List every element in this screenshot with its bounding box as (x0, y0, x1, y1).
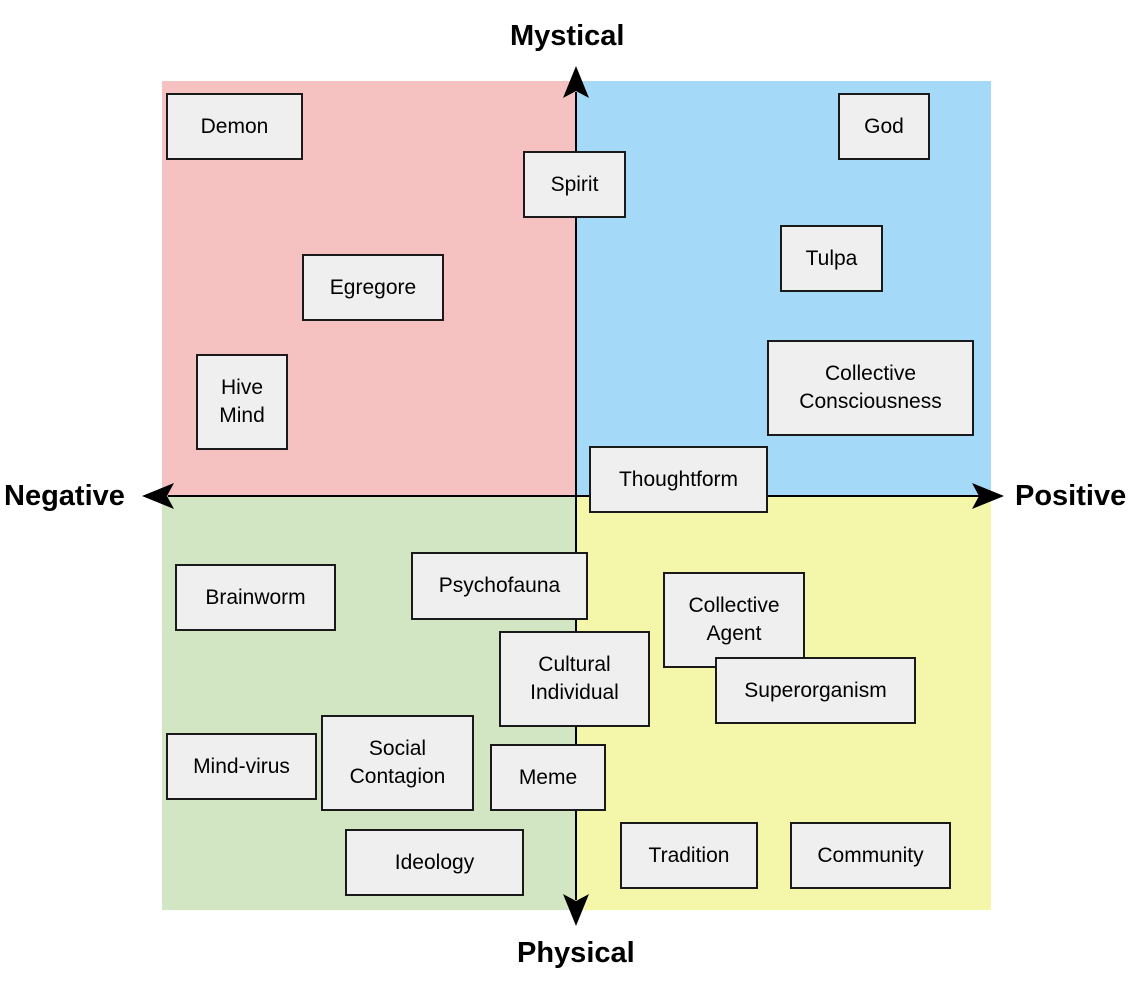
concept-collective-agent: Collective Agent (663, 572, 805, 668)
concept-collective-consciousness: Collective Consciousness (767, 340, 974, 436)
concept-tradition: Tradition (620, 822, 758, 889)
concept-psychofauna: Psychofauna (411, 552, 588, 620)
concept-hive-mind: Hive Mind (196, 354, 288, 450)
arrow-down-icon (563, 894, 589, 926)
axis-label-mystical: Mystical (510, 20, 625, 52)
concept-spirit: Spirit (523, 151, 626, 218)
concept-meme: Meme (490, 744, 606, 811)
concept-thoughtform: Thoughtform (589, 446, 768, 513)
arrow-left-icon (142, 483, 174, 509)
concept-social-contagion: Social Contagion (321, 715, 474, 811)
arrow-up-icon (563, 66, 589, 98)
axis-label-positive: Positive (1015, 480, 1127, 512)
axis-label-physical: Physical (517, 937, 635, 969)
concept-demon: Demon (166, 93, 303, 160)
concept-god: God (838, 93, 930, 160)
concept-cultural-individual: Cultural Individual (499, 631, 650, 727)
concept-egregore: Egregore (302, 254, 444, 321)
concept-brainworm: Brainworm (175, 564, 336, 631)
concept-ideology: Ideology (345, 829, 524, 896)
concept-tulpa: Tulpa (780, 225, 883, 292)
arrow-right-icon (972, 483, 1004, 509)
concept-superorganism: Superorganism (715, 657, 916, 724)
axis-label-negative: Negative (4, 480, 125, 512)
concept-mind-virus: Mind-virus (166, 733, 317, 800)
concept-community: Community (790, 822, 951, 889)
